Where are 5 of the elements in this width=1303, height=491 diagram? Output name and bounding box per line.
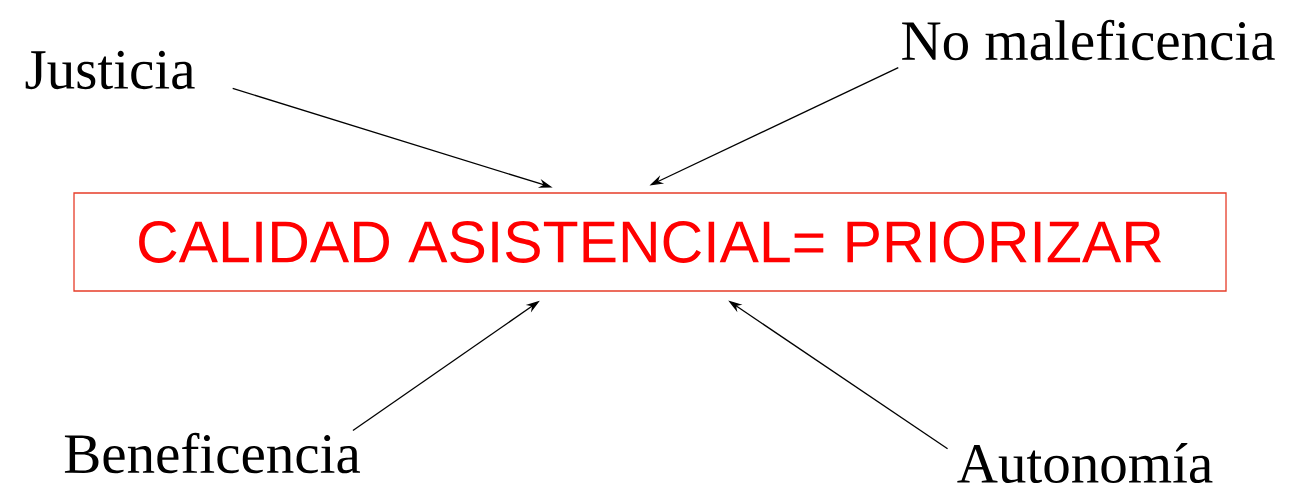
principle-label: No maleficencia bbox=[902, 19, 1275, 61]
principle-label: Beneficencia bbox=[64, 432, 360, 474]
principle-label: Justicia bbox=[25, 50, 195, 90]
principle-label: Autonomía bbox=[957, 442, 1213, 484]
title-box: CALIDAD ASISTENCIAL= PRIORIZAR bbox=[73, 192, 1227, 292]
